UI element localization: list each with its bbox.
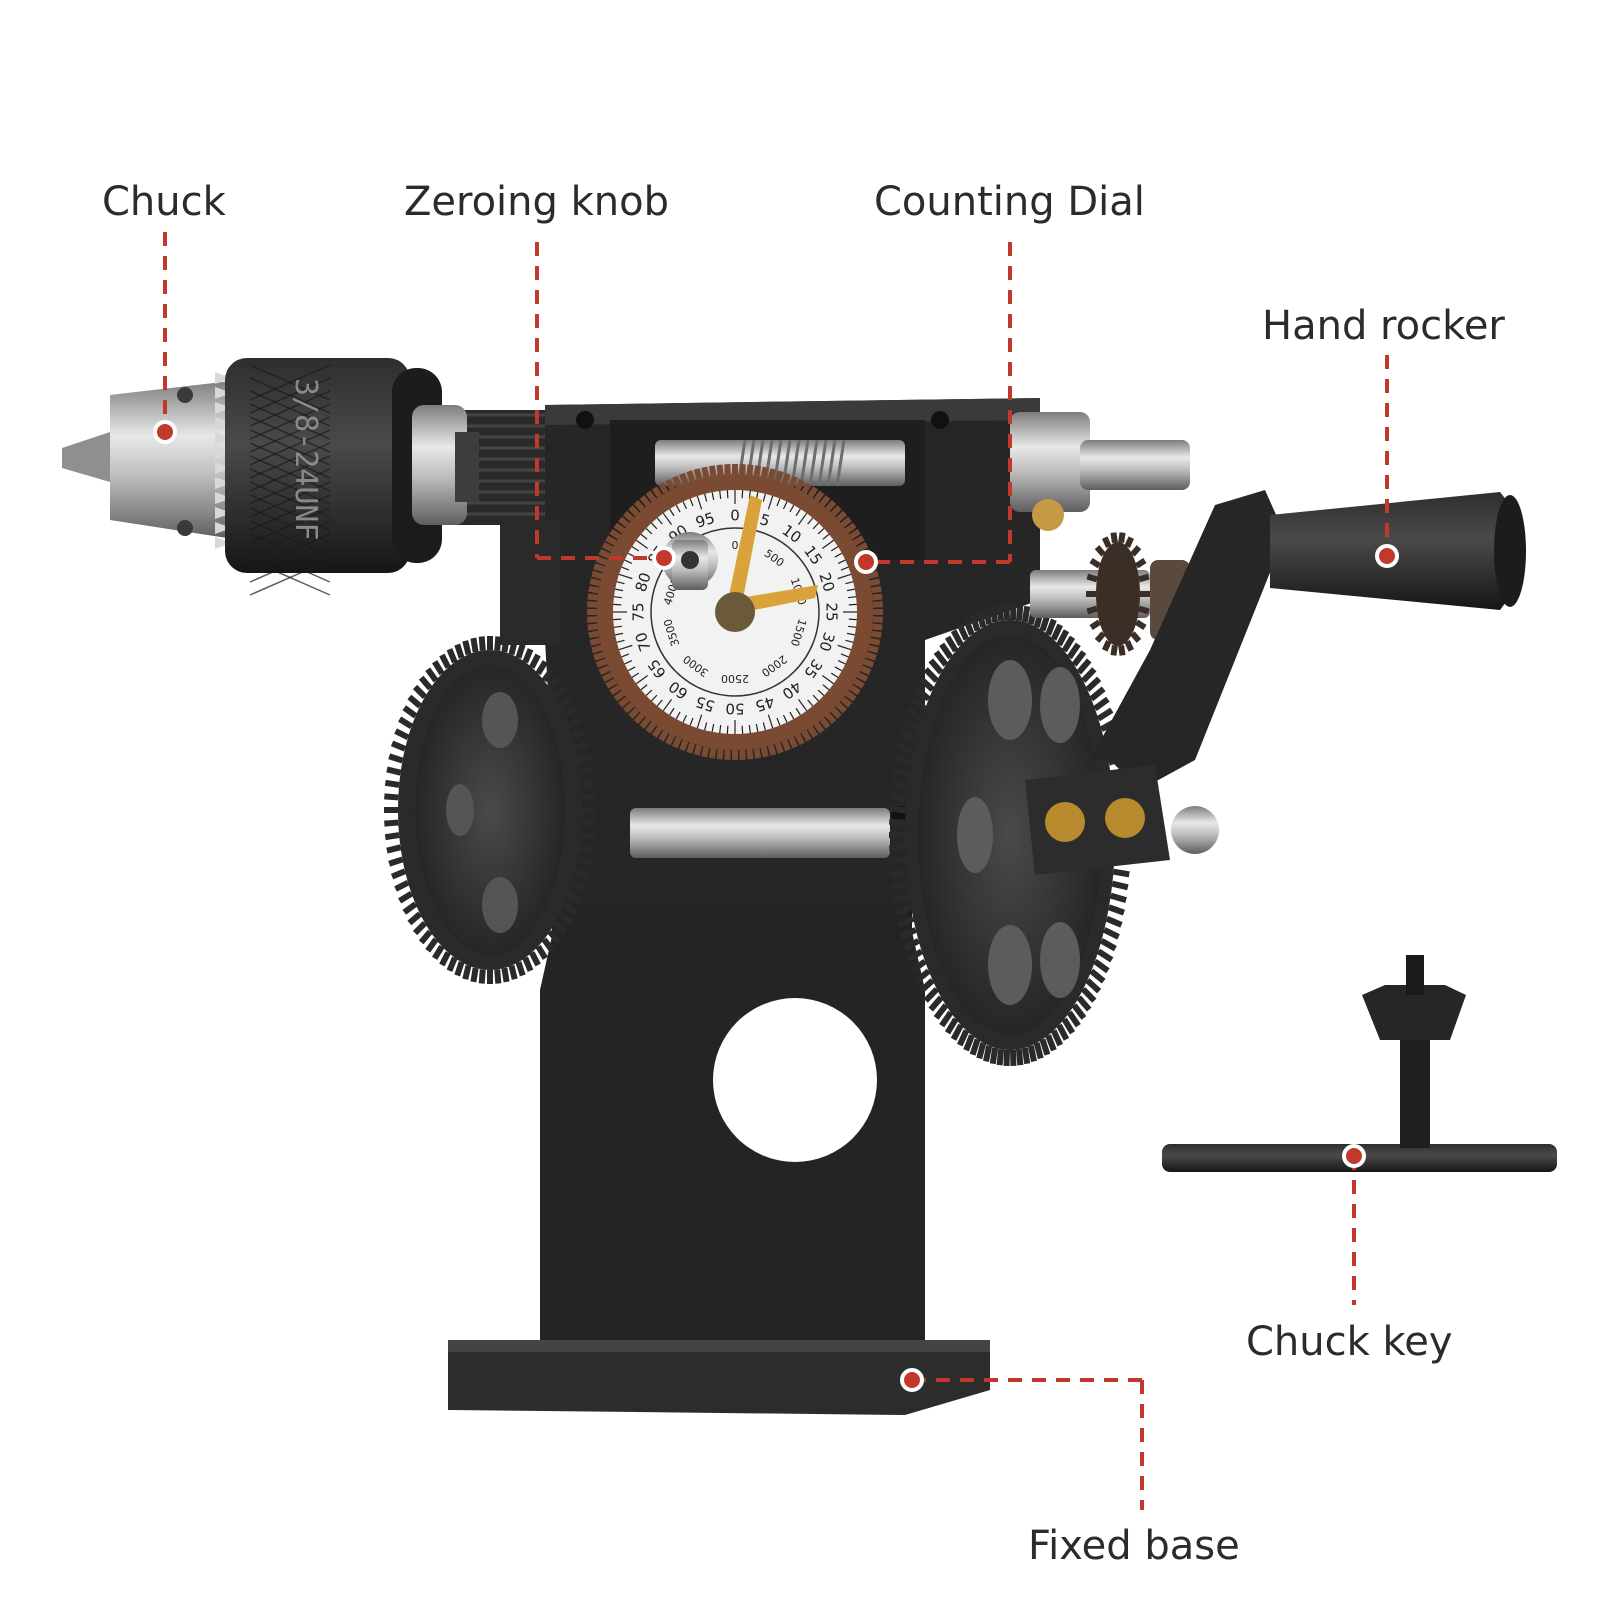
fixed-base-body: [448, 880, 990, 1415]
dial-inner-number: 0: [732, 539, 739, 552]
gear-hole: [1040, 667, 1080, 743]
base-hole: [713, 998, 877, 1162]
callout-counting-dial: [854, 242, 1012, 574]
chuck-marking: 3/8-24UNF: [288, 378, 323, 541]
chuck: 3/8-24UNF: [62, 358, 479, 596]
counting-dial: 05101520253035404550556065707580859095 0…: [587, 464, 883, 760]
label-zeroing-knob: Zeroing knob: [404, 179, 669, 225]
gear-hole: [1040, 922, 1080, 998]
brass-screw: [1032, 499, 1064, 531]
gear-hole: [957, 797, 993, 873]
dial-outer-number: 55: [693, 692, 717, 715]
crank-pinion: [1030, 532, 1190, 656]
dial-outer-number: 30: [815, 630, 838, 654]
callout-chuck: [153, 232, 177, 444]
chuck-key: [1162, 955, 1557, 1172]
label-hand-rocker: Hand rocker: [1262, 303, 1505, 349]
crank-screw: [1105, 798, 1145, 838]
callout-fixed-base: [900, 1368, 1144, 1510]
hand-rocker: [1025, 490, 1526, 875]
frame-bolt: [576, 411, 594, 429]
chuck-key-hole: [177, 520, 193, 536]
right-shaft: [1010, 412, 1190, 512]
gear-hole: [446, 784, 474, 836]
gear-hole: [988, 925, 1032, 1005]
gear-hole: [988, 660, 1032, 740]
chuck-key-hole: [177, 387, 193, 403]
dial-pointer: [740, 585, 818, 612]
callout-hand-rocker: [1375, 355, 1399, 568]
dial-pointer: [728, 495, 762, 604]
label-fixed-base: Fixed base: [1028, 1523, 1240, 1569]
label-chuck-key: Chuck key: [1246, 1319, 1453, 1365]
dial-outer-number: 80: [632, 570, 655, 594]
callout-chuck-key: [1342, 1144, 1366, 1305]
dial-outer-number: 50: [725, 700, 744, 718]
dial-inner-number: 2500: [721, 672, 749, 685]
callout-zeroing-knob: [535, 242, 676, 570]
lower-rod: [630, 808, 890, 858]
dial-outer-number: 70: [632, 630, 655, 654]
dial-outer-number: 45: [753, 692, 777, 715]
dial-outer-number: 25: [823, 602, 841, 621]
dial-outer-number: 0: [730, 507, 740, 525]
label-chuck: Chuck: [102, 179, 226, 225]
dial-outer-number: 20: [815, 570, 838, 594]
gear-hole: [482, 877, 518, 933]
right-large-gear: [889, 604, 1131, 1066]
dial-outer-number: 95: [693, 509, 717, 532]
frame-bolt: [931, 411, 949, 429]
crank-screw: [1045, 802, 1085, 842]
left-large-gear: [384, 636, 596, 984]
gear-hole: [482, 692, 518, 748]
dial-outer-number: 75: [630, 602, 648, 621]
label-counting-dial: Counting Dial: [874, 179, 1145, 225]
